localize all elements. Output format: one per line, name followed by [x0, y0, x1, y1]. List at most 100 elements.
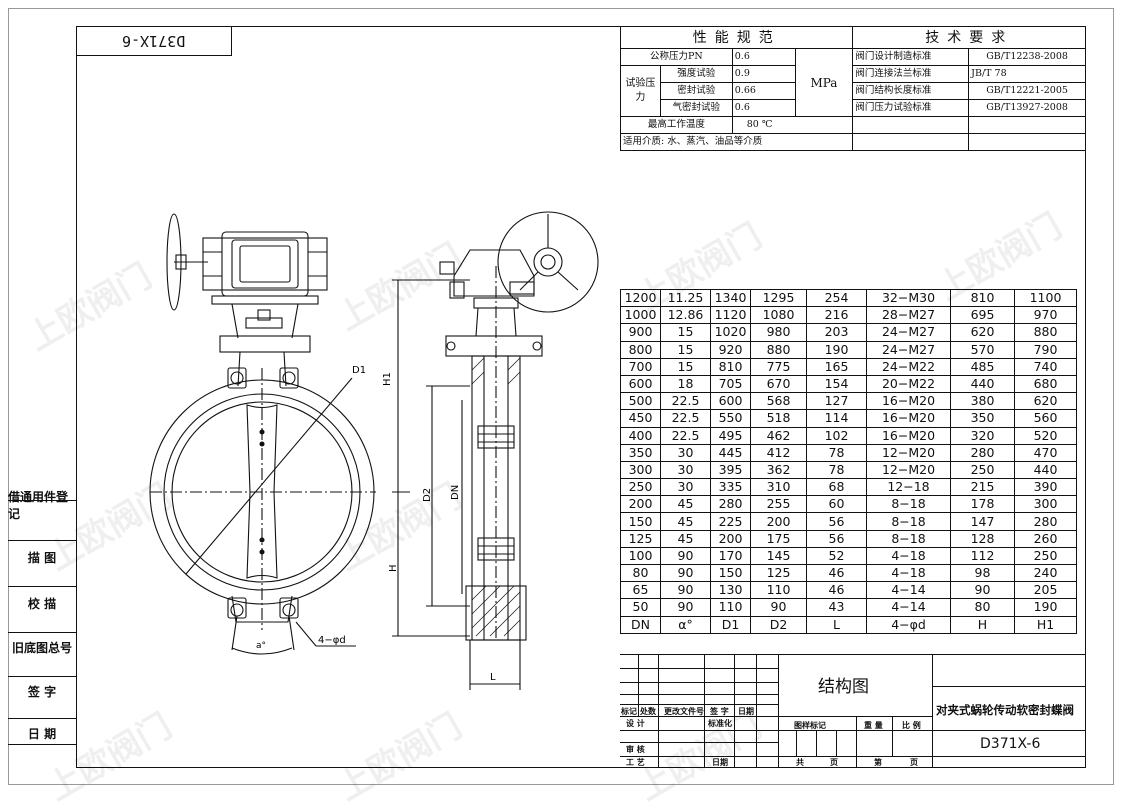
dimension-cell: 810 — [950, 288, 1015, 308]
weight-label: 重 量 — [864, 720, 883, 730]
dimension-cell: 320 — [950, 426, 1015, 445]
dimension-cell: 1120 — [710, 306, 751, 325]
dimension-cell: 225 — [710, 512, 751, 531]
dimension-cell: 45 — [660, 495, 711, 514]
dimension-header: H1 — [1014, 615, 1077, 634]
dimension-cell: 4−14 — [866, 581, 951, 600]
label-l: L — [490, 672, 496, 683]
strength-value: 0.9 — [731, 65, 796, 83]
dimension-cell: 1295 — [750, 288, 807, 308]
dimension-cell: 250 — [620, 478, 661, 497]
label-dn: DN — [450, 485, 461, 500]
dimension-cell: 200 — [620, 495, 661, 514]
dimension-header: α° — [660, 615, 711, 634]
dimension-cell: 46 — [806, 581, 867, 600]
dimension-cell: 128 — [950, 529, 1015, 548]
tech-value: GB/T13927-2008 — [968, 99, 1086, 117]
dimension-cell: 45 — [660, 512, 711, 531]
dimension-cell: 78 — [806, 443, 867, 462]
dimension-cell: 46 — [806, 563, 867, 583]
dimension-cell: 810 — [710, 357, 751, 376]
dimension-cell: 165 — [806, 357, 867, 376]
total-label: 共 — [796, 757, 804, 767]
left-row-trace: 描 图 — [8, 540, 76, 568]
dimension-cell: 390 — [1014, 478, 1077, 497]
gas-seal-value: 0.6 — [731, 99, 796, 117]
dimension-cell: 350 — [620, 443, 661, 462]
dimension-cell: 240 — [1014, 563, 1077, 583]
dimension-cell: 790 — [1014, 340, 1077, 359]
dimension-cell: 190 — [806, 340, 867, 359]
dimension-cell: 8−18 — [866, 512, 951, 531]
dimension-cell: 520 — [1014, 426, 1077, 445]
dimension-header: L — [806, 615, 867, 634]
tech-title: 技术要求 — [852, 26, 1086, 49]
dimension-cell: 16−M20 — [866, 426, 951, 445]
dimension-cell: 300 — [620, 460, 661, 480]
dimension-header: D2 — [750, 615, 807, 634]
total-unit: 页 — [830, 757, 838, 767]
left-row-date: 日 期 — [8, 718, 76, 744]
dimension-cell: 4−18 — [866, 546, 951, 566]
dimension-cell: 90 — [750, 598, 807, 617]
dimension-cell: 190 — [1014, 598, 1077, 617]
dimension-cell: 28−M27 — [866, 306, 951, 325]
dimension-cell: 568 — [750, 392, 807, 411]
dimension-cell: 125 — [620, 529, 661, 548]
dimension-cell: 68 — [806, 478, 867, 497]
title-block: 标记 处数 更改文件号 签 字 日期 设 计 标准化 审 核 工 艺 日期 结构… — [620, 654, 1086, 768]
rev-header-count: 处数 — [640, 706, 656, 716]
performance-spec-table: 性能规范 技术要求 公称压力PN 0.6 MPa 阀门设计制造标准 GB/T12… — [619, 26, 1086, 151]
seal-label: 密封试验 — [659, 82, 733, 100]
dimension-cell: 200 — [710, 529, 751, 548]
sheet-unit: 页 — [910, 757, 918, 767]
dimension-cell: 102 — [806, 426, 867, 445]
dimension-cell: 178 — [950, 495, 1015, 514]
dimension-cell: 1100 — [1014, 288, 1077, 308]
dimension-cell: 250 — [1014, 546, 1077, 566]
left-row-sign: 签 字 — [8, 676, 76, 702]
tech-label: 阀门压力试验标准 — [852, 99, 970, 117]
dimension-cell: 400 — [620, 426, 661, 445]
dimension-cell: 670 — [750, 374, 807, 394]
dimension-cell: 620 — [1014, 392, 1077, 411]
dimension-cell: 90 — [660, 563, 711, 583]
dimension-cell: 22.5 — [660, 392, 711, 411]
tech-label: 阀门设计制造标准 — [852, 48, 970, 66]
mounting-flange — [219, 335, 311, 353]
dimension-cell: 65 — [620, 581, 661, 600]
dimension-cell: 205 — [1014, 581, 1077, 600]
rev-header-mark: 标记 — [621, 706, 637, 716]
dimension-cell: 52 — [806, 546, 867, 566]
dimension-cell: 395 — [710, 460, 751, 480]
medium-note: 适用介质: 水、蒸汽、油品等介质 — [619, 133, 854, 151]
dimension-cell: 705 — [710, 374, 751, 394]
dimension-cell: 495 — [710, 426, 751, 445]
dimension-cell: 970 — [1014, 306, 1077, 325]
dimension-cell: 130 — [710, 581, 751, 600]
max-temp-value: 80 ℃ — [731, 116, 854, 134]
dimension-cell: 445 — [710, 443, 751, 462]
dimension-cell: 8−18 — [866, 529, 951, 548]
standardize-label: 标准化 — [708, 718, 732, 728]
sheet-label: 第 — [874, 757, 882, 767]
dimension-cell: 175 — [750, 529, 807, 548]
dimension-cell: 920 — [710, 340, 751, 359]
dimension-cell: 22.5 — [660, 426, 711, 445]
dimension-cell: 335 — [710, 478, 751, 497]
dimension-cell: 4−18 — [866, 563, 951, 583]
tech-value: GB/T12238-2008 — [968, 48, 1086, 66]
dimension-cell: 98 — [950, 563, 1015, 583]
valve-side-view: H1 H D2 DN L — [382, 211, 599, 690]
dimension-cell: 980 — [750, 323, 807, 342]
dimension-cell: 11.25 — [660, 288, 711, 308]
drawing-number: D371X-6 — [980, 736, 1041, 752]
